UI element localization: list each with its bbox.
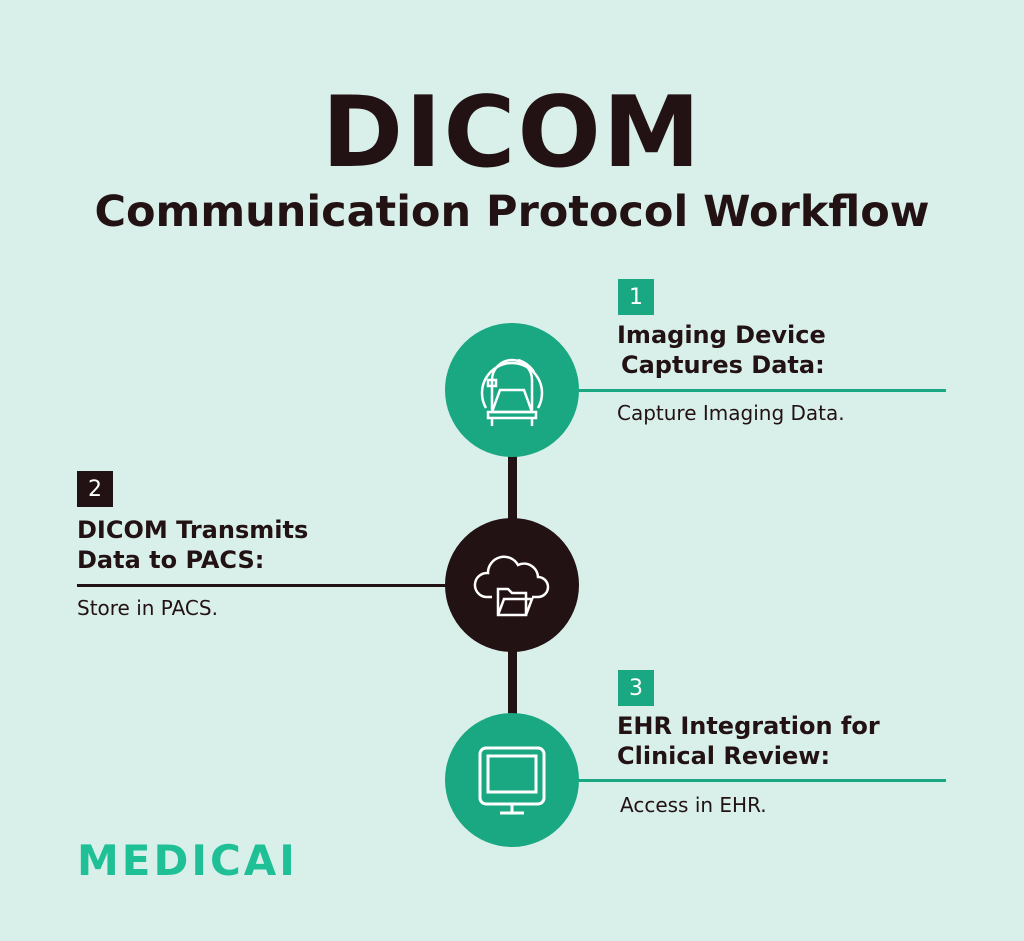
step-1-description: Capture Imaging Data. — [617, 401, 845, 425]
step-2-badge: 2 — [77, 471, 113, 507]
medicai-logo: MEDICAI — [77, 836, 298, 885]
step-1-badge: 1 — [618, 279, 654, 315]
step-3-description: Access in EHR. — [620, 793, 767, 817]
cloud-folder-icon — [473, 555, 550, 617]
step-2-heading-line-1: DICOM Transmits — [77, 516, 309, 544]
step-1-heading-line-1: Imaging Device — [617, 321, 826, 349]
step-1-heading-line-2: Captures Data: — [621, 351, 825, 379]
step-3-heading-line-1: EHR Integration for — [617, 712, 880, 740]
step-2-circle — [445, 518, 579, 652]
subtitle: Communication Protocol Workflow — [94, 187, 930, 237]
step-1-divider — [570, 389, 946, 392]
step-2-divider — [77, 584, 452, 587]
monitor-icon — [478, 746, 546, 815]
step-2-heading-line-2: Data to PACS: — [77, 546, 265, 574]
mri-scanner-icon — [480, 358, 544, 426]
title: DICOM — [321, 76, 703, 190]
step-3-badge: 3 — [618, 670, 654, 706]
step-3-circle — [445, 713, 579, 847]
step-3-heading-line-2: Clinical Review: — [617, 742, 831, 770]
step-1-circle — [445, 323, 579, 457]
step-3-divider — [570, 779, 946, 782]
step-2-description: Store in PACS. — [77, 596, 218, 620]
